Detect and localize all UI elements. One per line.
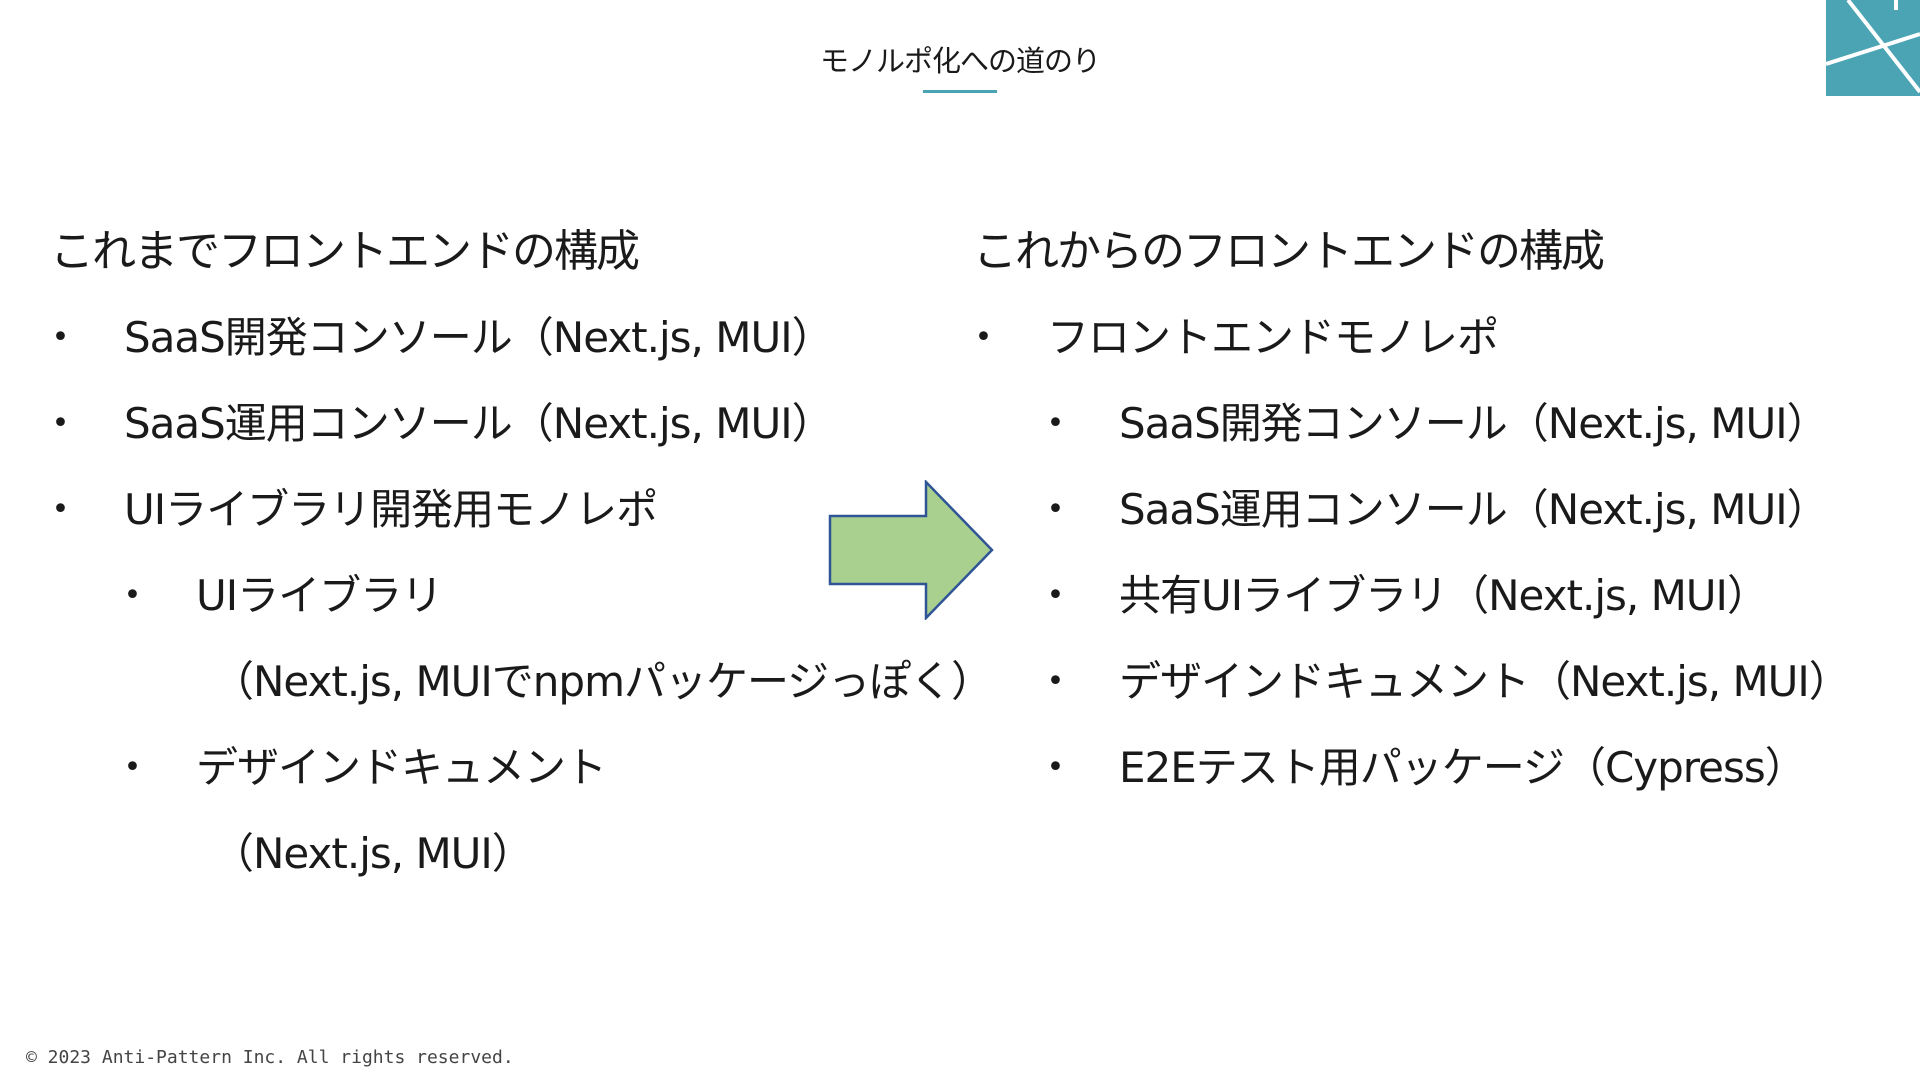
list-item-label: UIライブラリ開発用モノレポ <box>124 485 658 534</box>
list-item-label: UIライブラリ <box>196 571 443 620</box>
bullet: • <box>1046 492 1065 527</box>
future-structure-heading: これからのフロントエンドの構成 <box>973 226 1605 277</box>
bullet: • <box>123 750 142 785</box>
future-structure-column: これからのフロントエンドの構成 • フロントエンドモノレポ • SaaS開発コン… <box>973 224 1851 796</box>
list-item-continuation: （Next.js, MUIでnpmパッケージっぽく） <box>50 654 993 710</box>
bullet: • <box>1046 664 1065 699</box>
list-item-nested: • SaaS運用コンソール（Next.js, MUI） <box>973 482 1829 538</box>
bullet: • <box>123 578 142 613</box>
list-item-label: E2Eテスト用パッケージ（Cypress） <box>1119 743 1807 792</box>
bullet: • <box>974 320 993 355</box>
current-structure-column: これまでフロントエンドの構成 • SaaS開発コンソール（Next.js, MU… <box>50 224 993 882</box>
list-item: • フロントエンドモノレポ <box>973 310 1603 366</box>
list-item-label: デザインドキュメント（Next.js, MUI） <box>1119 657 1851 706</box>
list-item-nested: • 共有UIライブラリ（Next.js, MUI） <box>973 568 1769 624</box>
copyright-footer: © 2023 Anti-Pattern Inc. All rights rese… <box>26 1047 514 1068</box>
list-item: • UIライブラリ開発用モノレポ <box>50 482 659 538</box>
list-item-nested: • デザインドキュメント <box>50 740 638 796</box>
list-item-nested: • SaaS開発コンソール（Next.js, MUI） <box>973 396 1829 452</box>
list-item-label: SaaS開発コンソール（Next.js, MUI） <box>124 313 834 362</box>
bullet: • <box>1046 406 1065 441</box>
list-item-label: デザインドキュメント <box>196 743 607 792</box>
list-item-continuation: （Next.js, MUI） <box>50 826 638 882</box>
list-item-nested: • UIライブラリ <box>50 568 638 624</box>
bullet: • <box>51 492 70 527</box>
list-item-label: SaaS開発コンソール（Next.js, MUI） <box>1119 399 1829 448</box>
list-item-label: SaaS運用コンソール（Next.js, MUI） <box>124 399 834 448</box>
right-arrow-icon <box>828 480 994 620</box>
slide-title: モノルポ化への道のり <box>819 44 1101 78</box>
bullet: • <box>1046 578 1065 613</box>
list-item-label: 共有UIライブラリ（Next.js, MUI） <box>1119 571 1769 620</box>
list-item-nested: • E2Eテスト用パッケージ（Cypress） <box>973 740 1807 796</box>
list-item-label: フロントエンドモノレポ <box>1047 313 1499 362</box>
current-structure-heading: これまでフロントエンドの構成 <box>50 226 640 277</box>
title-underline <box>923 90 997 93</box>
list-item: • SaaS開発コンソール（Next.js, MUI） <box>50 310 834 366</box>
bullet: • <box>51 406 70 441</box>
list-item-label: SaaS運用コンソール（Next.js, MUI） <box>1119 485 1829 534</box>
list-item-label: （Next.js, MUI） <box>212 829 534 878</box>
company-logo-icon <box>1826 0 1920 96</box>
bullet: • <box>51 320 70 355</box>
bullet: • <box>1046 750 1065 785</box>
list-item: • SaaS運用コンソール（Next.js, MUI） <box>50 396 834 452</box>
list-item-nested: • デザインドキュメント（Next.js, MUI） <box>973 654 1851 710</box>
list-item-label: （Next.js, MUIでnpmパッケージっぽく） <box>212 657 993 706</box>
